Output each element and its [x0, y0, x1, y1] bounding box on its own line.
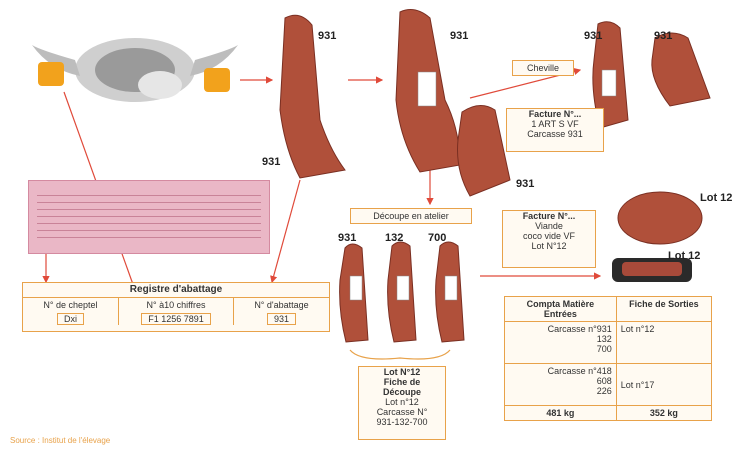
compta-header-sorties: Fiche de Sorties [616, 297, 711, 322]
facture-2-box: Facture N°... Viande coco vide VF Lot N°… [502, 210, 596, 268]
compta-row2-sorties: Lot n°17 [616, 364, 711, 406]
chevillard-box: Cheville [512, 60, 574, 76]
compta-total-entrees: 481 kg [505, 406, 617, 421]
label-931-carcass1: 931 [318, 30, 336, 42]
carcass-small-2 [652, 33, 710, 106]
label-lot12-tray: Lot 12 [668, 250, 700, 262]
fiche-title2: Découpe [359, 387, 445, 397]
facture-2-line3: Lot N°12 [503, 241, 595, 251]
facture-1-box: Facture N°... 1 ART S VF Carcasse 931 [506, 108, 604, 152]
facture-2-title: Facture N°... [503, 211, 595, 221]
compta-row1-sorties: Lot n°12 [616, 322, 711, 364]
facture-2-line1: Viande [503, 221, 595, 231]
fiche-decoupe-box: Lot N°12 Fiche de Découpe Lot n°12 Carca… [358, 366, 446, 440]
decoupe-box: Découpe en atelier [350, 208, 472, 224]
label-700-piece: 700 [428, 232, 446, 244]
compta-total-sorties: 352 kg [616, 406, 711, 421]
facture-1-line1: 1 ART S VF [507, 119, 603, 129]
fiche-lot-n: Lot n°12 [359, 397, 445, 407]
meat-slab [618, 192, 702, 244]
registre-head-abattage: N° d'abattage [234, 300, 329, 310]
label-931-left: 931 [262, 156, 280, 168]
fiche-carcasse: Carcasse N° [359, 407, 445, 417]
label-931-small2: 931 [654, 30, 672, 42]
compta-header-entrees: Compta Matière Entrées [505, 297, 617, 322]
label-931-small1: 931 [584, 30, 602, 42]
label-931-piece: 931 [338, 232, 356, 244]
registre-col-numero: N° à10 chiffres F1 1256 7891 [119, 298, 234, 325]
fiche-title1: Fiche de [359, 377, 445, 387]
label-931-half: 931 [516, 178, 534, 190]
facture-1-line2: Carcasse 931 [507, 129, 603, 139]
label-931-carcass2: 931 [450, 30, 468, 42]
facture-1-title: Facture N°... [507, 109, 603, 119]
fiche-numbers: 931-132-700 [359, 417, 445, 427]
compta-row1-entrees: Carcasse n°931 132 700 [505, 322, 617, 364]
registre-value-numero: F1 1256 7891 [141, 313, 211, 325]
registre-title: Registre d'abattage [23, 283, 329, 298]
compta-matiere-table: Compta Matière Entrées Fiche de Sorties … [504, 296, 712, 421]
facture-2-line2: coco vide VF [503, 231, 595, 241]
label-lot12-slab: Lot 12 [700, 192, 732, 204]
registre-head-numero: N° à10 chiffres [119, 300, 233, 310]
registre-value-cheptel: Dxi [57, 313, 84, 325]
fiche-lot: Lot N°12 [359, 367, 445, 377]
registre-abattage: Registre d'abattage N° de cheptel Dxi N°… [22, 282, 330, 332]
carcass-half [458, 105, 511, 196]
compta-row2-entrees: Carcasse n°418 608 226 [505, 364, 617, 406]
source-caption: Source : Institut de l'élevage [10, 436, 110, 445]
registre-col-abattage: N° d'abattage 931 [234, 298, 329, 325]
label-132-piece: 132 [385, 232, 403, 244]
registre-head-cheptel: N° de cheptel [23, 300, 118, 310]
registre-col-cheptel: N° de cheptel Dxi [23, 298, 119, 325]
registre-value-abattage: 931 [267, 313, 296, 325]
